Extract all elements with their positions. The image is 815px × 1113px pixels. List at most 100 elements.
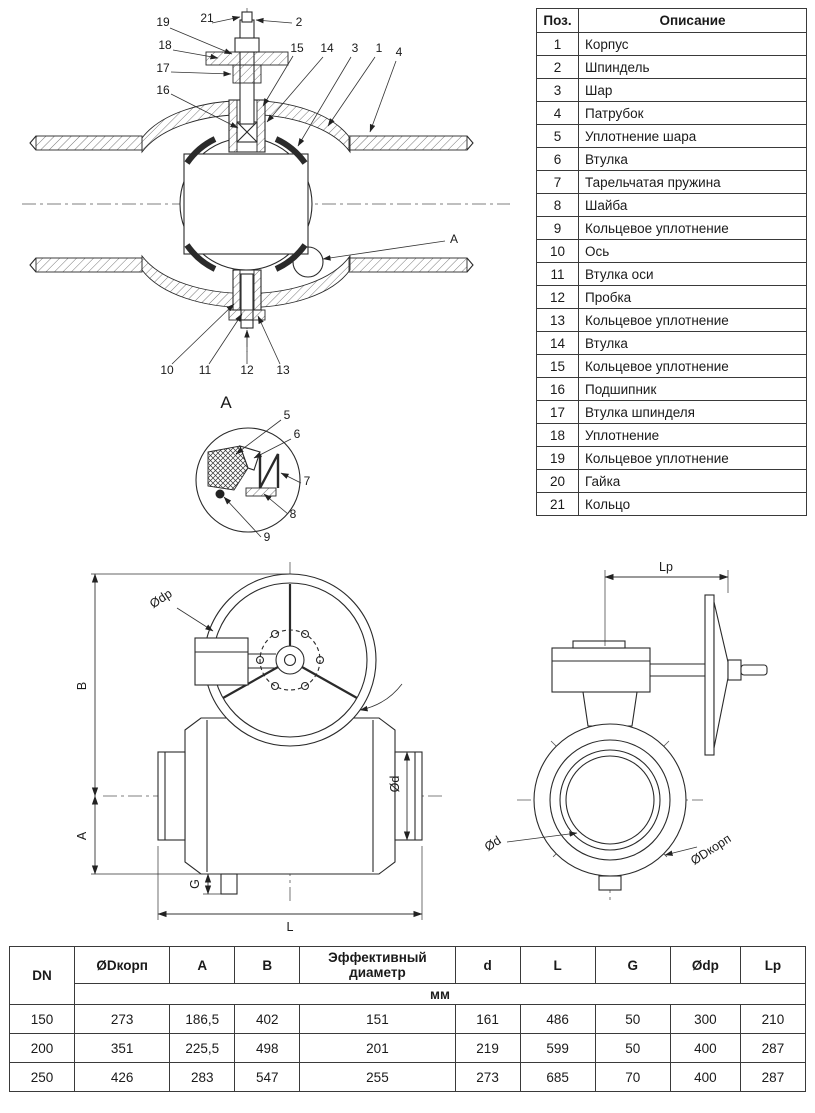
dim-label-l: L [287, 920, 294, 934]
part-pos: 12 [536, 285, 579, 309]
dims-cell: 50 [594, 1004, 671, 1034]
callout-4: 4 [396, 45, 403, 59]
gearbox-side [551, 640, 705, 727]
section-callouts: 19 21 2 18 17 16 15 14 3 1 4 A 10 [156, 11, 458, 377]
dims-cell: 186,5 [169, 1004, 236, 1034]
dims-cell: 50 [594, 1033, 671, 1063]
part-desc: Втулка [578, 147, 807, 171]
pipe-left [29, 135, 143, 273]
part-pos: 10 [536, 239, 579, 263]
stem-assembly [205, 11, 289, 153]
dims-col-odkorp: ØDкорп [74, 946, 171, 984]
dims-col-d: d [454, 946, 521, 984]
callout-19: 19 [156, 15, 170, 29]
dims-col-a: A [169, 946, 236, 984]
part-desc: Уплотнение шара [578, 124, 807, 148]
dims-cell: 255 [299, 1062, 456, 1092]
part-desc: Кольцевое уплотнение [578, 216, 807, 240]
dim-label-odp: Ødp [147, 586, 174, 611]
parts-col-desc: Описание [578, 8, 807, 33]
dim-label-odkorp: ØDкорп [688, 832, 733, 868]
dims-cell: 685 [519, 1062, 596, 1092]
part-pos: 6 [536, 147, 579, 171]
dims-cell: 426 [74, 1062, 171, 1092]
drain-stub [220, 873, 238, 895]
part-desc: Шпиндель [578, 55, 807, 79]
part-desc: Тарельчатая пружина [578, 170, 807, 194]
callout-3: 3 [352, 41, 359, 55]
part-pos: 7 [536, 170, 579, 194]
ball [179, 137, 313, 271]
dim-label-od: Ød [388, 776, 402, 793]
callout-10: 10 [160, 363, 174, 377]
callout-14: 14 [320, 41, 334, 55]
part-pos: 1 [536, 32, 579, 56]
callout-2: 2 [296, 15, 303, 29]
callout-9: 9 [264, 530, 271, 544]
callout-1: 1 [376, 41, 383, 55]
callout-13: 13 [276, 363, 290, 377]
dims-cell: 400 [669, 1033, 741, 1063]
dims-cell: 273 [74, 1004, 171, 1034]
part-desc: Ось [578, 239, 807, 263]
callout-5: 5 [284, 408, 291, 422]
dims-cell: 400 [669, 1062, 741, 1092]
part-pos: 15 [536, 354, 579, 378]
dims-units-cell: мм [74, 983, 806, 1005]
rotation-arrow [359, 683, 403, 712]
part-pos: 19 [536, 446, 579, 470]
dims-col-b: B [234, 946, 301, 984]
dims-units-row: мм [10, 983, 806, 1005]
dims-cell: 287 [739, 1033, 807, 1063]
dims-cell: 219 [454, 1033, 521, 1063]
callout-15: 15 [290, 41, 304, 55]
dims-cell: 283 [169, 1062, 236, 1092]
part-pos: 5 [536, 124, 579, 148]
dims-col-dn: DN [8, 946, 76, 1005]
dimensions-table: DN ØDкорп A B Эффективный диаметр d L G … [8, 946, 807, 1092]
dims-cell: 273 [454, 1062, 521, 1092]
callout-8: 8 [290, 507, 297, 521]
handwheel-side [704, 594, 768, 756]
dim-label-lp: Lp [659, 560, 673, 574]
dims-col-lp: Lp [739, 946, 807, 984]
wheel-hub [727, 659, 742, 681]
gearbox [194, 637, 276, 686]
part-desc: Шайба [578, 193, 807, 217]
dims-cell: 250 [8, 1062, 76, 1092]
dims-cell: 210 [739, 1004, 807, 1034]
part-pos: 2 [536, 55, 579, 79]
part-pos: 16 [536, 377, 579, 401]
o-ring [215, 489, 225, 499]
part-pos: 11 [536, 262, 579, 286]
part-desc: Пробка [578, 285, 807, 309]
part-pos: 17 [536, 400, 579, 424]
ball-seats [184, 136, 308, 272]
part-desc: Уплотнение [578, 423, 807, 447]
dims-header-row: DN ØDкорп A B Эффективный диаметр d L G … [8, 946, 807, 1005]
dims-cell: 287 [739, 1062, 807, 1092]
dim-label-b: B [75, 682, 89, 690]
part-desc: Кольцевое уплотнение [578, 446, 807, 470]
part-pos: 4 [536, 101, 579, 125]
detail-a-marker [292, 246, 324, 278]
dims-cell: 225,5 [169, 1033, 236, 1063]
part-desc: Шар [578, 78, 807, 102]
dims-cell: 402 [234, 1004, 301, 1034]
dims-cell: 200 [8, 1033, 76, 1063]
part-desc: Втулка шпинделя [578, 400, 807, 424]
part-pos: 21 [536, 492, 579, 516]
seat-seal-section [207, 445, 280, 499]
dims-cell: 151 [299, 1004, 456, 1034]
parts-col-pos: Поз. [536, 8, 579, 33]
